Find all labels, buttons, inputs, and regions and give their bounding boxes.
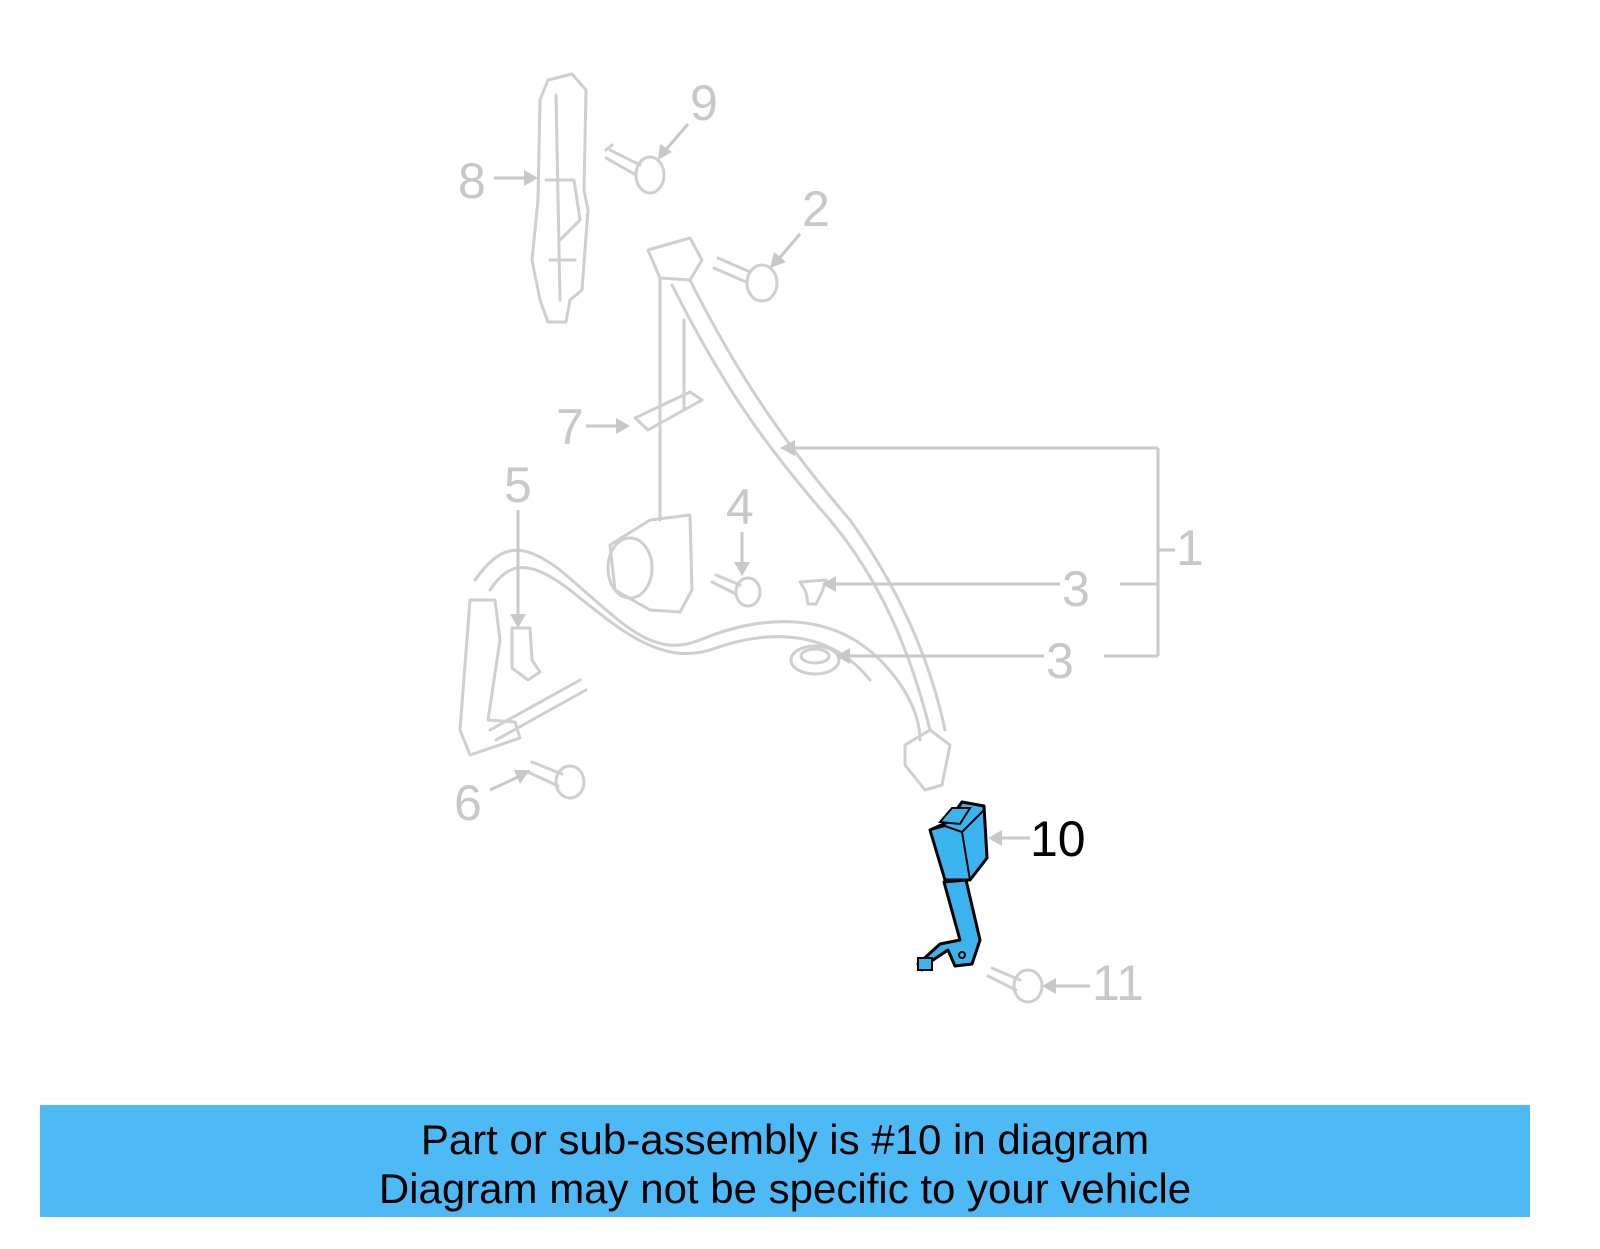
callout-3-lower: 3 xyxy=(1046,633,1074,689)
part-6-bolt[interactable] xyxy=(526,760,586,800)
callout-8: 8 xyxy=(458,153,486,209)
banner-disclaimer: Diagram may not be specific to your vehi… xyxy=(378,1165,1192,1212)
part-10-seat-belt-buckle[interactable] xyxy=(916,800,989,972)
callout-9: 9 xyxy=(690,75,718,131)
callout-5: 5 xyxy=(504,457,532,513)
part-5-bracket[interactable] xyxy=(510,626,542,682)
leader-lines xyxy=(489,123,1175,994)
banner-part-note: Part or sub-assembly is #10 in diagram xyxy=(420,1116,1150,1163)
callout-4: 4 xyxy=(726,479,754,535)
part-8-height-adjuster[interactable] xyxy=(530,72,590,324)
part-4-bolt[interactable] xyxy=(710,573,762,608)
part-1-seat-belt-assembly[interactable] xyxy=(458,236,952,792)
callout-10: 10 xyxy=(1030,811,1086,867)
callout-2: 2 xyxy=(802,181,830,237)
part-9-bolt[interactable] xyxy=(604,143,666,195)
callout-7: 7 xyxy=(556,399,584,455)
info-banner: Part or sub-assembly is #10 in diagram D… xyxy=(40,1105,1530,1217)
callout-6: 6 xyxy=(454,775,482,831)
part-2-bolt[interactable] xyxy=(712,256,779,303)
callout-3-upper: 3 xyxy=(1062,561,1090,617)
callout-1: 1 xyxy=(1176,520,1204,576)
part-3-clip-lower[interactable] xyxy=(789,644,841,676)
part-3-clip-upper[interactable] xyxy=(798,578,828,606)
part-11-bolt[interactable] xyxy=(986,966,1044,1004)
seat-belt-parts-diagram: 1 2 3 3 4 5 6 7 8 9 10 11 xyxy=(454,72,1204,1011)
callout-11: 11 xyxy=(1092,955,1144,1011)
